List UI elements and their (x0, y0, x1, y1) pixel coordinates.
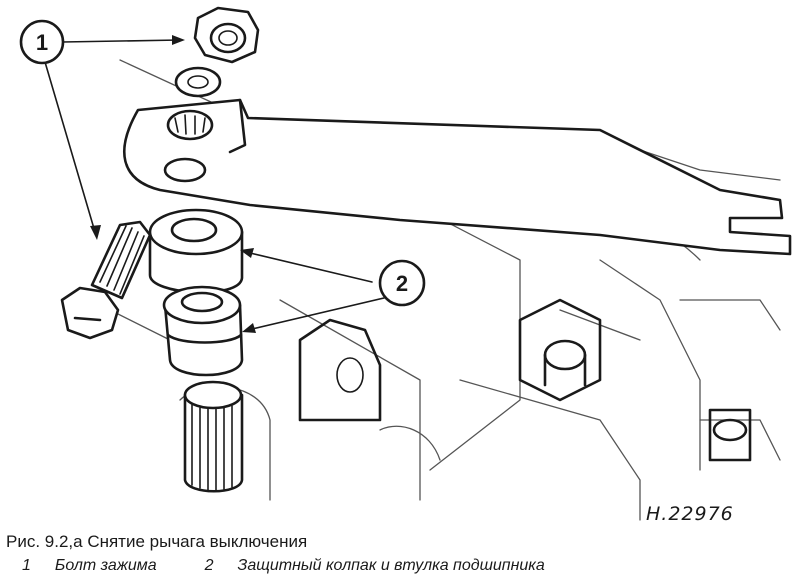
callout-2-number: 2 (396, 271, 408, 296)
figure-legend: 1 Болт зажима 2 Защитный колпак и втулка по… (22, 557, 593, 575)
callout-1-number: 1 (36, 30, 48, 55)
clamp-nut (193, 6, 260, 64)
legend-1-number: 1 (22, 557, 31, 574)
pivot-block (518, 298, 752, 462)
drawing-reference-code: H.22976 (646, 503, 734, 525)
figure-caption-title: Рис. 9.2,а Снятие рычага выключения (6, 532, 308, 551)
leader-lines (44, 35, 385, 333)
release-lever (123, 98, 792, 256)
bearing-sleeve (162, 285, 244, 377)
splined-shaft (183, 380, 244, 493)
mounting-bracket (298, 318, 382, 422)
callout-1: 1 (19, 19, 65, 65)
legend-2-text: Защитный колпак и втулка подшипника (237, 557, 545, 574)
protective-cap (148, 208, 244, 294)
legend-2-number: 2 (204, 557, 214, 574)
washer (174, 66, 222, 98)
clamp-bolt (60, 220, 152, 340)
legend-1-text: Болт зажима (54, 557, 157, 574)
callout-2: 2 (378, 259, 426, 307)
